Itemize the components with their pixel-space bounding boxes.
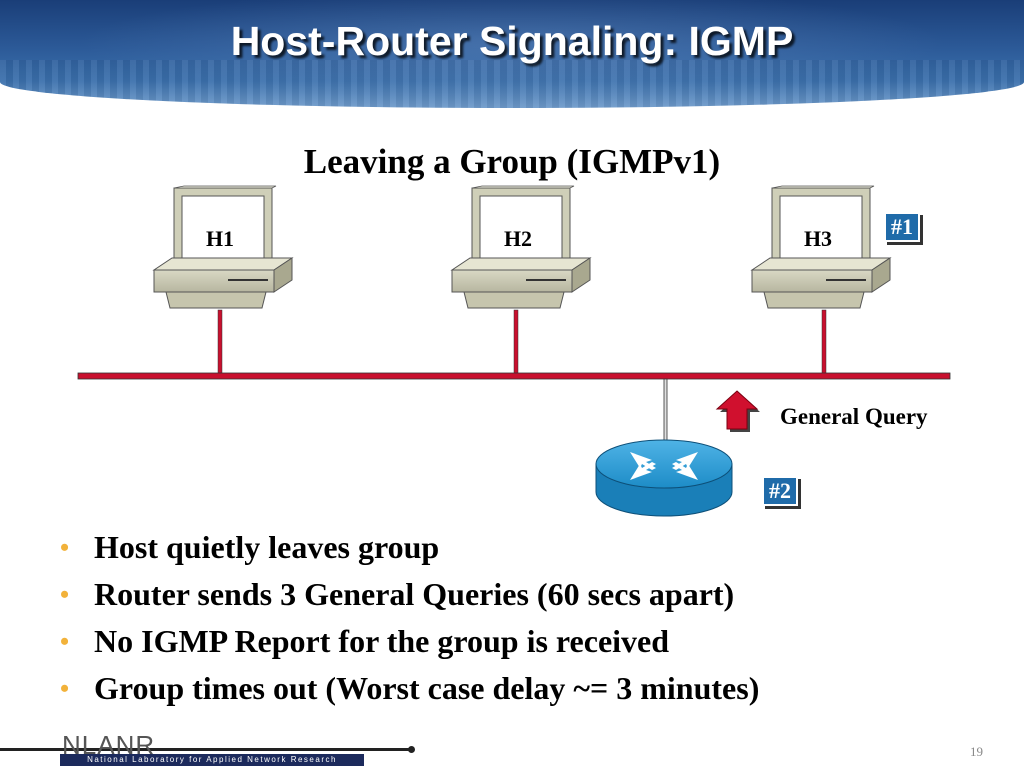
- list-item: • Group times out (Worst case delay ~= 3 …: [60, 665, 759, 712]
- bullet-text: No IGMP Report for the group is received: [94, 623, 670, 659]
- bullet-list: • Host quietly leaves group • Router sends…: [60, 524, 759, 712]
- list-item: • No IGMP Report for the group is receive…: [60, 618, 759, 665]
- footer-rule-endpoint: [408, 746, 415, 753]
- banner-texture: [0, 60, 1024, 108]
- org-name-strip: National Laboratory for Applied Network …: [60, 754, 364, 766]
- slide-title: Host-Router Signaling: IGMP: [230, 18, 794, 64]
- computer-icon: [450, 185, 592, 309]
- computer-icon: [152, 185, 294, 309]
- page-number: 19: [970, 744, 983, 759]
- host-label-h3: H3: [803, 226, 833, 251]
- host-label-h2: H2: [503, 226, 533, 251]
- step-tag-1: #1: [884, 212, 920, 242]
- bullet-text: Router sends 3 General Queries (60 secs …: [94, 576, 735, 612]
- host-drop-lines: [217, 309, 827, 377]
- bullet-icon: •: [60, 627, 70, 656]
- title-banner: [0, 0, 1024, 108]
- computer-icon: [750, 185, 892, 309]
- footer-rule: [0, 748, 412, 751]
- router-icon: [595, 439, 733, 517]
- general-query-label: General Query: [780, 404, 928, 429]
- list-item: • Router sends 3 General Queries (60 secs…: [60, 571, 759, 618]
- diagram-subtitle: Leaving a Group (IGMPv1): [303, 142, 721, 181]
- bullet-text: Group times out (Worst case delay ~= 3 m…: [94, 670, 760, 706]
- bullet-icon: •: [60, 533, 70, 562]
- bullet-icon: •: [60, 580, 70, 609]
- host-label-h1: H1: [205, 226, 235, 251]
- query-up-arrow-icon: [715, 390, 760, 432]
- step-tag-2: #2: [762, 476, 798, 506]
- ethernet-bus: [77, 372, 951, 380]
- router-drop-line: [663, 378, 668, 448]
- bullet-icon: •: [60, 674, 70, 703]
- list-item: • Host quietly leaves group: [60, 524, 759, 571]
- bullet-text: Host quietly leaves group: [94, 529, 440, 565]
